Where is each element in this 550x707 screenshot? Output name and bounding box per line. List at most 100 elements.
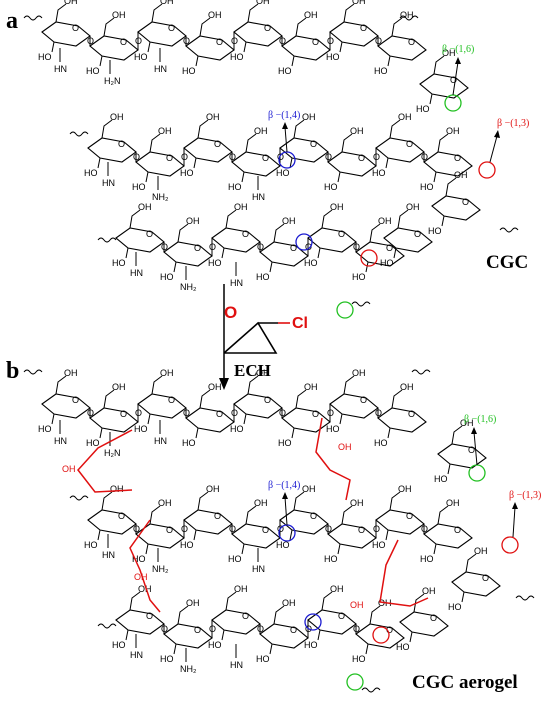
ring-oxygen-label: O — [214, 511, 221, 521]
hydroxyl-label: OH — [112, 10, 126, 20]
hydroxyl-label: OH — [138, 202, 152, 212]
glycosidic-oxygen: O — [375, 36, 382, 46]
ring-oxygen-label: O — [360, 23, 367, 33]
chain-end-a1 — [23, 15, 43, 21]
beta-1-3-marker-b2 — [372, 626, 390, 644]
hydroxyl-label: HO — [420, 182, 434, 192]
beta-1-6-label-b: β −(1,6) — [464, 414, 496, 425]
amine-label: HN — [54, 436, 67, 446]
hydroxyl-label: HO — [256, 654, 270, 664]
amine-label: HN — [130, 650, 143, 660]
glycosidic-oxygen: O — [183, 36, 190, 46]
glycosidic-oxygen: O — [327, 36, 334, 46]
chain-a1-ring-7 — [329, 21, 379, 47]
hydroxyl-label: OH — [350, 498, 364, 508]
chain-end-b1 — [23, 369, 43, 375]
hydroxyl-label: HO — [132, 554, 146, 564]
hydroxyl-label: HO — [380, 258, 394, 268]
hydroxyl-label: HO — [134, 52, 148, 62]
chain-a1-ring-4 — [185, 35, 235, 61]
crosslink-hydroxyl: OH — [338, 442, 352, 452]
chain-a1-ring-6 — [281, 35, 331, 61]
chain-b1-ring-1 — [41, 393, 91, 419]
hydroxyl-label: HO — [304, 640, 318, 650]
hydroxyl-label: HO — [230, 52, 244, 62]
glycosidic-oxygen: O — [305, 242, 312, 252]
ring-oxygen-label: O — [386, 243, 393, 253]
hydroxyl-label: OH — [206, 112, 220, 122]
ring-oxygen-label: O — [450, 75, 457, 85]
hydroxyl-label: HO — [182, 66, 196, 76]
glycosidic-oxygen: O — [257, 242, 264, 252]
ring-oxygen-label: O — [468, 445, 475, 455]
beta-1-6-marker-b2 — [346, 673, 364, 691]
ring-oxygen-label: O — [358, 153, 365, 163]
ring-oxygen-label: O — [462, 197, 469, 207]
chain-a2-ring-6 — [327, 151, 377, 177]
hydroxyl-label: HO — [230, 424, 244, 434]
ring-oxygen-label: O — [454, 525, 461, 535]
chain-a2-ring-4 — [231, 151, 281, 177]
glycosidic-oxygen: O — [133, 152, 140, 162]
beta-1-4-annotation-a: β −(1,4) — [268, 110, 300, 169]
hydroxyl-label: OH — [352, 368, 366, 378]
reaction-arrow — [219, 284, 229, 390]
hydroxyl-label: HO — [180, 540, 194, 550]
reagent-label-ech: ECH — [234, 361, 271, 380]
hydroxyl-label: HO — [324, 554, 338, 564]
ring-oxygen-label: O — [264, 23, 271, 33]
ring-oxygen-label: O — [310, 139, 317, 149]
glycosidic-oxygen: O — [135, 36, 142, 46]
hydroxyl-label: OH — [302, 484, 316, 494]
chain-a2-ring-7 — [375, 137, 425, 163]
beta-1-4-label-b: β −(1,4) — [268, 480, 300, 491]
glycosidic-oxygen: O — [325, 524, 332, 534]
hydroxyl-label: HO — [180, 168, 194, 178]
chain-end-a4 — [499, 227, 519, 233]
hydroxyl-label: OH — [378, 216, 392, 226]
glycosidic-oxygen: O — [87, 36, 94, 46]
ring-oxygen-label: O — [168, 23, 175, 33]
beta-1-6-annotation-b: β −(1,6) — [464, 414, 496, 482]
hydroxyl-label: OH — [398, 484, 412, 494]
glycosidic-oxygen: O — [231, 408, 238, 418]
amine-label: HN — [154, 436, 167, 446]
amine-label: HN — [130, 268, 143, 278]
hydroxyl-label: OH — [110, 484, 124, 494]
ring-oxygen-label: O — [312, 37, 319, 47]
ring-oxygen-label: O — [360, 395, 367, 405]
glycosidic-oxygen: O — [133, 524, 140, 534]
hydroxyl-label: HO — [372, 168, 386, 178]
branch-ring-a1 — [419, 73, 469, 99]
beta-1-4-marker-b2 — [304, 613, 322, 631]
chain-b1-ring-4 — [185, 407, 235, 433]
chain-a1-ring-8 — [377, 35, 427, 61]
ring-oxygen-label: O — [146, 611, 153, 621]
glycosidic-oxygen: O — [181, 524, 188, 534]
glycosidic-oxygen: O — [373, 152, 380, 162]
glycosidic-oxygen: O — [373, 524, 380, 534]
hydroxyl-label: OH — [350, 126, 364, 136]
hydroxyl-label: HO — [448, 602, 462, 612]
hydroxyl-label: HO — [160, 272, 174, 282]
ring-oxygen-label: O — [242, 229, 249, 239]
hydroxyl-label: OH — [186, 598, 200, 608]
ring-oxygen-label: O — [482, 573, 489, 583]
hydroxyl-label: HO — [160, 654, 174, 664]
hydroxyl-label: HO — [112, 258, 126, 268]
ring-oxygen-label: O — [312, 409, 319, 419]
chain-a3-ring-2 — [163, 241, 213, 267]
hydroxyl-label: HO — [228, 554, 242, 564]
chain-b1-ring-5 — [233, 393, 283, 419]
chain-b2-ring-3 — [183, 509, 233, 535]
hydroxyl-label: OH — [422, 586, 436, 596]
hydroxyl-label: OH — [302, 112, 316, 122]
chain-b3-ring-1 — [115, 609, 165, 635]
hydroxyl-label: HO — [182, 438, 196, 448]
hydroxyl-label: HO — [208, 258, 222, 268]
hydroxyl-label: HO — [38, 52, 52, 62]
chain-a2-ring-2 — [135, 151, 185, 177]
hydroxyl-label: OH — [460, 418, 474, 428]
chain-a3-ring-3 — [211, 227, 261, 253]
hydroxyl-label: OH — [206, 484, 220, 494]
